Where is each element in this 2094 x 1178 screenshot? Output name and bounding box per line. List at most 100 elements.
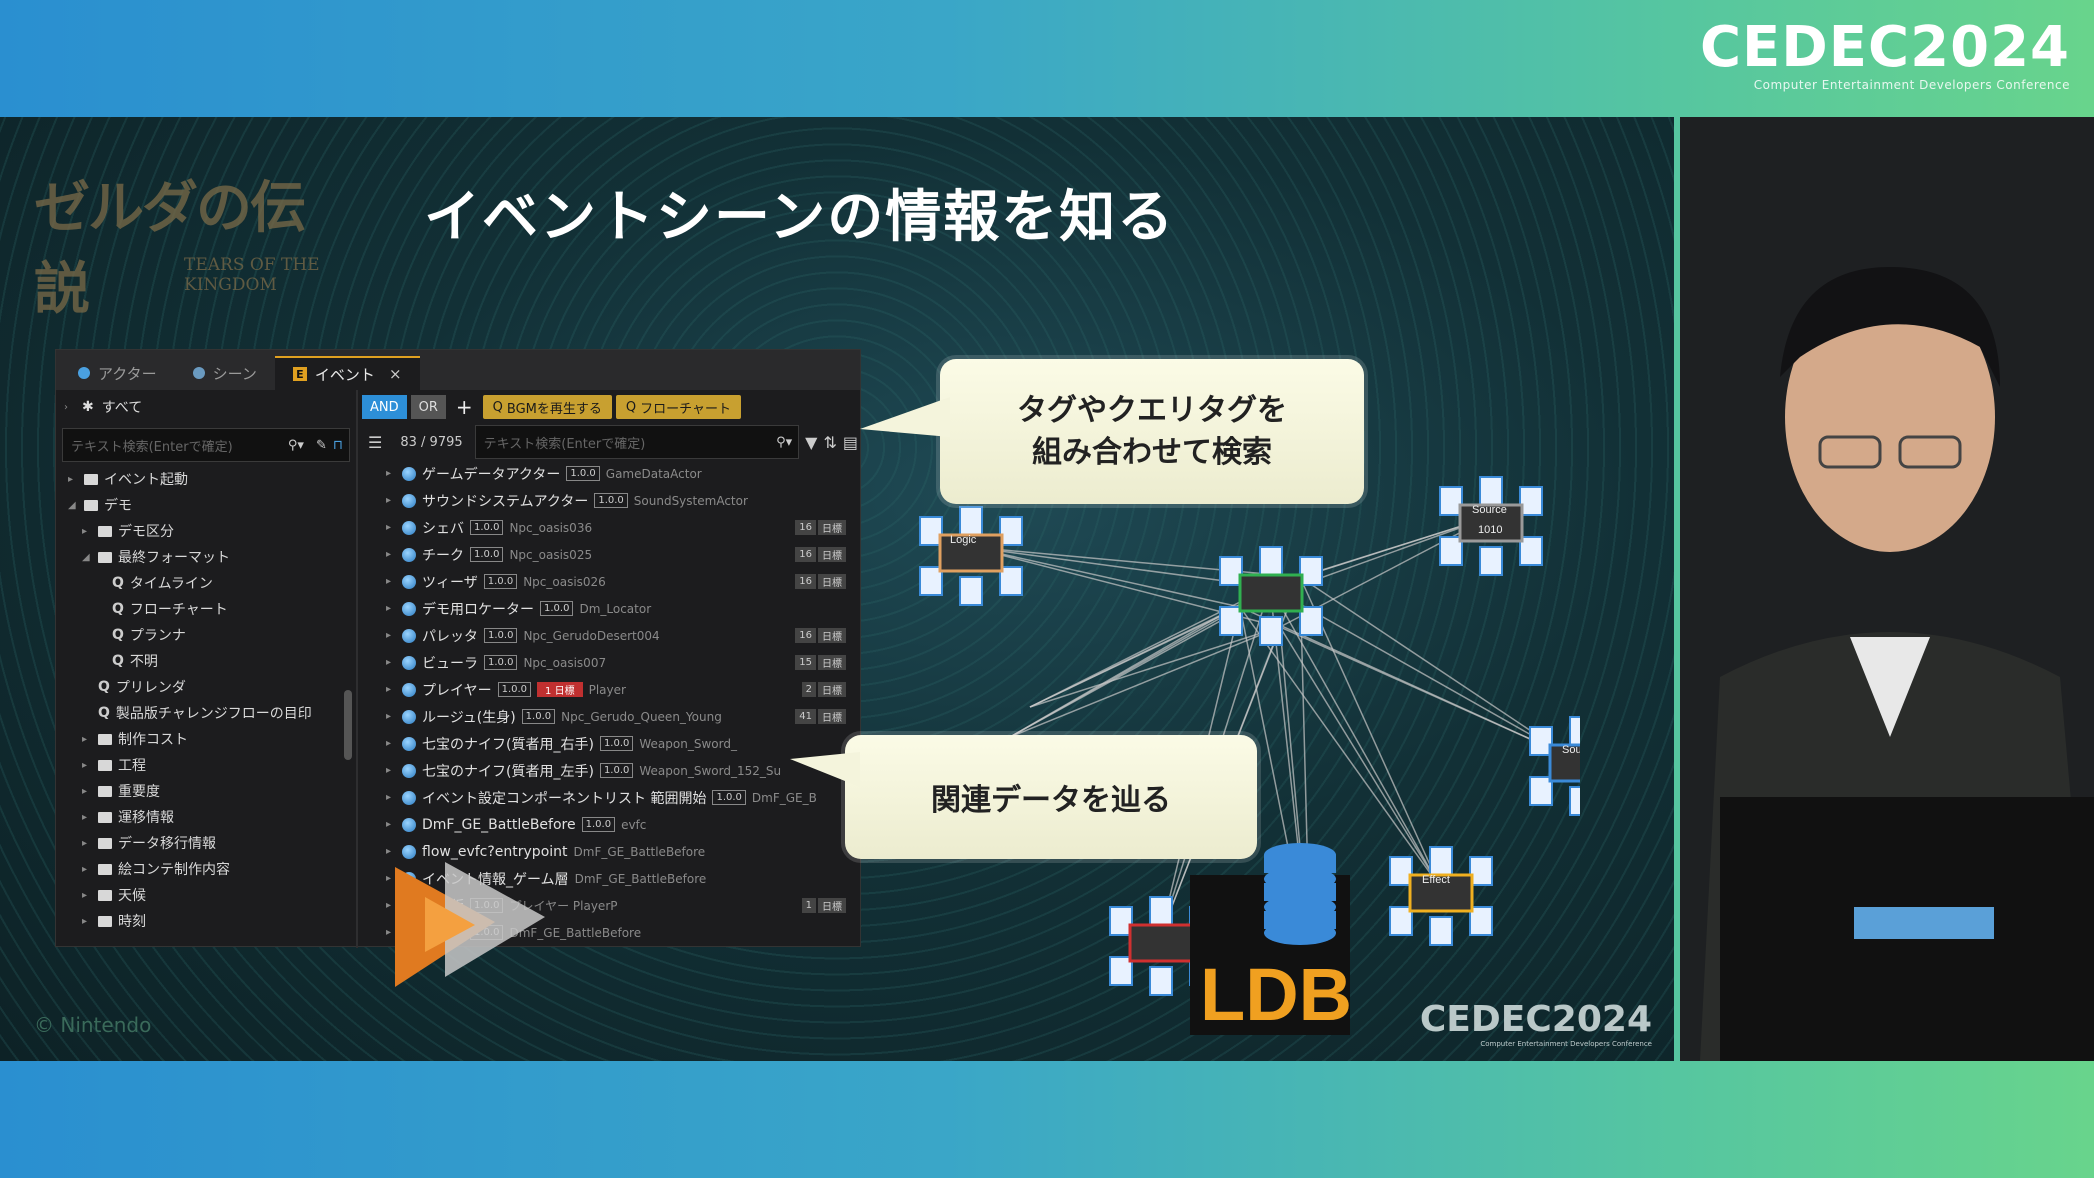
chevron-right-icon[interactable]: ▸	[386, 900, 392, 911]
warning-badge: 1 日標	[537, 682, 583, 697]
chevron-right-icon[interactable]: ▸	[386, 522, 392, 533]
tree-item[interactable]: ▸運移情報	[56, 804, 356, 830]
tab-actor[interactable]: アクター	[60, 356, 175, 390]
tab-scene[interactable]: シーン	[175, 356, 275, 390]
event-search-input[interactable]: テキスト検索(Enterで確定) ⚲▾	[474, 425, 800, 459]
or-button[interactable]: OR	[410, 395, 446, 419]
chevron-right-icon[interactable]: ▸	[386, 873, 392, 884]
presentation-slide: ゼルダの伝説 TEARS OF THE KINGDOM イベントシーンの情報を知…	[0, 117, 1674, 1061]
sort-icon[interactable]: ⇅	[823, 432, 837, 452]
document-icon	[1529, 726, 1553, 756]
folder-icon	[98, 837, 112, 849]
chevron-right-icon[interactable]: ▸	[386, 684, 392, 695]
chevron-icon[interactable]: ▸	[82, 525, 88, 537]
chevron-right-icon[interactable]: ▸	[386, 819, 392, 830]
chevron-icon[interactable]: ▸	[82, 759, 88, 771]
chevron-icon[interactable]: ▸	[82, 915, 88, 927]
chevron-icon[interactable]: ◢	[82, 551, 90, 563]
tree-item[interactable]: ▸イベント起動	[56, 466, 356, 492]
chevron-icon[interactable]: ▸	[82, 863, 88, 875]
chevron-right-icon[interactable]: ▸	[386, 846, 392, 857]
chevron-right-icon[interactable]: ▸	[386, 495, 392, 506]
chevron-right-icon[interactable]: ▸	[386, 792, 392, 803]
tree-item[interactable]: ▸制作コスト	[56, 726, 356, 752]
tree-item[interactable]: ◢デモ	[56, 492, 356, 518]
filter-icon[interactable]: ▼	[805, 432, 818, 452]
chevron-right-icon[interactable]: ▸	[386, 765, 392, 776]
tree-item[interactable]: ▸絵コンテ制作内容	[56, 856, 356, 882]
chevron-right-icon[interactable]: ▸	[386, 576, 392, 587]
graph-edge	[1299, 576, 1571, 758]
tree-item[interactable]: ▸デモ区分	[56, 518, 356, 544]
chevron-icon[interactable]: ▸	[82, 837, 88, 849]
bookmark-icon[interactable]: ⊓	[332, 437, 343, 453]
chevron-icon[interactable]: ◢	[68, 499, 76, 511]
close-tab-icon[interactable]: ×	[388, 365, 402, 383]
chevron-right-icon[interactable]: ▸	[386, 468, 392, 479]
graph-edge	[1299, 516, 1491, 578]
tree-all-row[interactable]: › ✱ すべて	[64, 399, 143, 416]
chevron-icon[interactable]: ▸	[68, 473, 74, 485]
tree-item[interactable]: ▸工程	[56, 752, 356, 778]
actor-icon	[402, 655, 416, 670]
chevron-right-icon[interactable]: ▸	[386, 927, 392, 938]
query-icon: Q	[112, 653, 124, 669]
tree-item[interactable]: ▸データ移行情報	[56, 830, 356, 856]
chevron-icon[interactable]: ▸	[82, 889, 88, 901]
tree-scrollbar[interactable]	[344, 690, 352, 760]
document-icon	[1219, 556, 1243, 586]
chevron-right-icon[interactable]: ▸	[386, 711, 392, 722]
search-icon[interactable]: ⚲▾	[776, 434, 793, 450]
columns-icon[interactable]: ▤	[842, 432, 858, 452]
tree-item[interactable]: ◢最終フォーマット	[56, 544, 356, 570]
version-badge: 1.0.0	[712, 790, 746, 805]
search-icon[interactable]: ⚲▾	[287, 437, 304, 453]
chevron-icon[interactable]: ▸	[82, 733, 88, 745]
chevron-right-icon[interactable]: ▸	[386, 630, 392, 641]
tree-item[interactable]: ▸天候	[56, 882, 356, 908]
event-row-id: Npc_GerudoDesert004	[523, 628, 660, 643]
add-query-button[interactable]: +	[455, 395, 473, 419]
tree-item-label: プランナ	[129, 628, 186, 644]
pin-icon[interactable]: ✎	[315, 437, 327, 453]
folder-icon	[98, 759, 112, 771]
chevron-right-icon[interactable]: ▸	[386, 738, 392, 749]
chevron-right-icon[interactable]: ▸	[386, 603, 392, 614]
menu-icon[interactable]: ☰	[368, 432, 383, 452]
graph-edge	[1009, 626, 1281, 738]
chevron-right-icon[interactable]: ▸	[386, 657, 392, 668]
tree-item[interactable]: ▸重要度	[56, 778, 356, 804]
tab-event[interactable]: E イベント ×	[274, 356, 420, 390]
chevron-icon[interactable]: ▸	[82, 811, 88, 823]
and-button[interactable]: AND	[362, 395, 407, 419]
chevron-right-icon[interactable]: ▸	[386, 549, 392, 560]
tree-search-input[interactable]: テキスト検索(Enterで確定) ⚲▾ ✎ ⊓	[62, 428, 350, 462]
tree-item[interactable]: ▸時刻	[56, 908, 356, 934]
chevron-icon[interactable]: ▸	[82, 785, 88, 797]
version-badge: 1.0.0	[540, 601, 574, 616]
